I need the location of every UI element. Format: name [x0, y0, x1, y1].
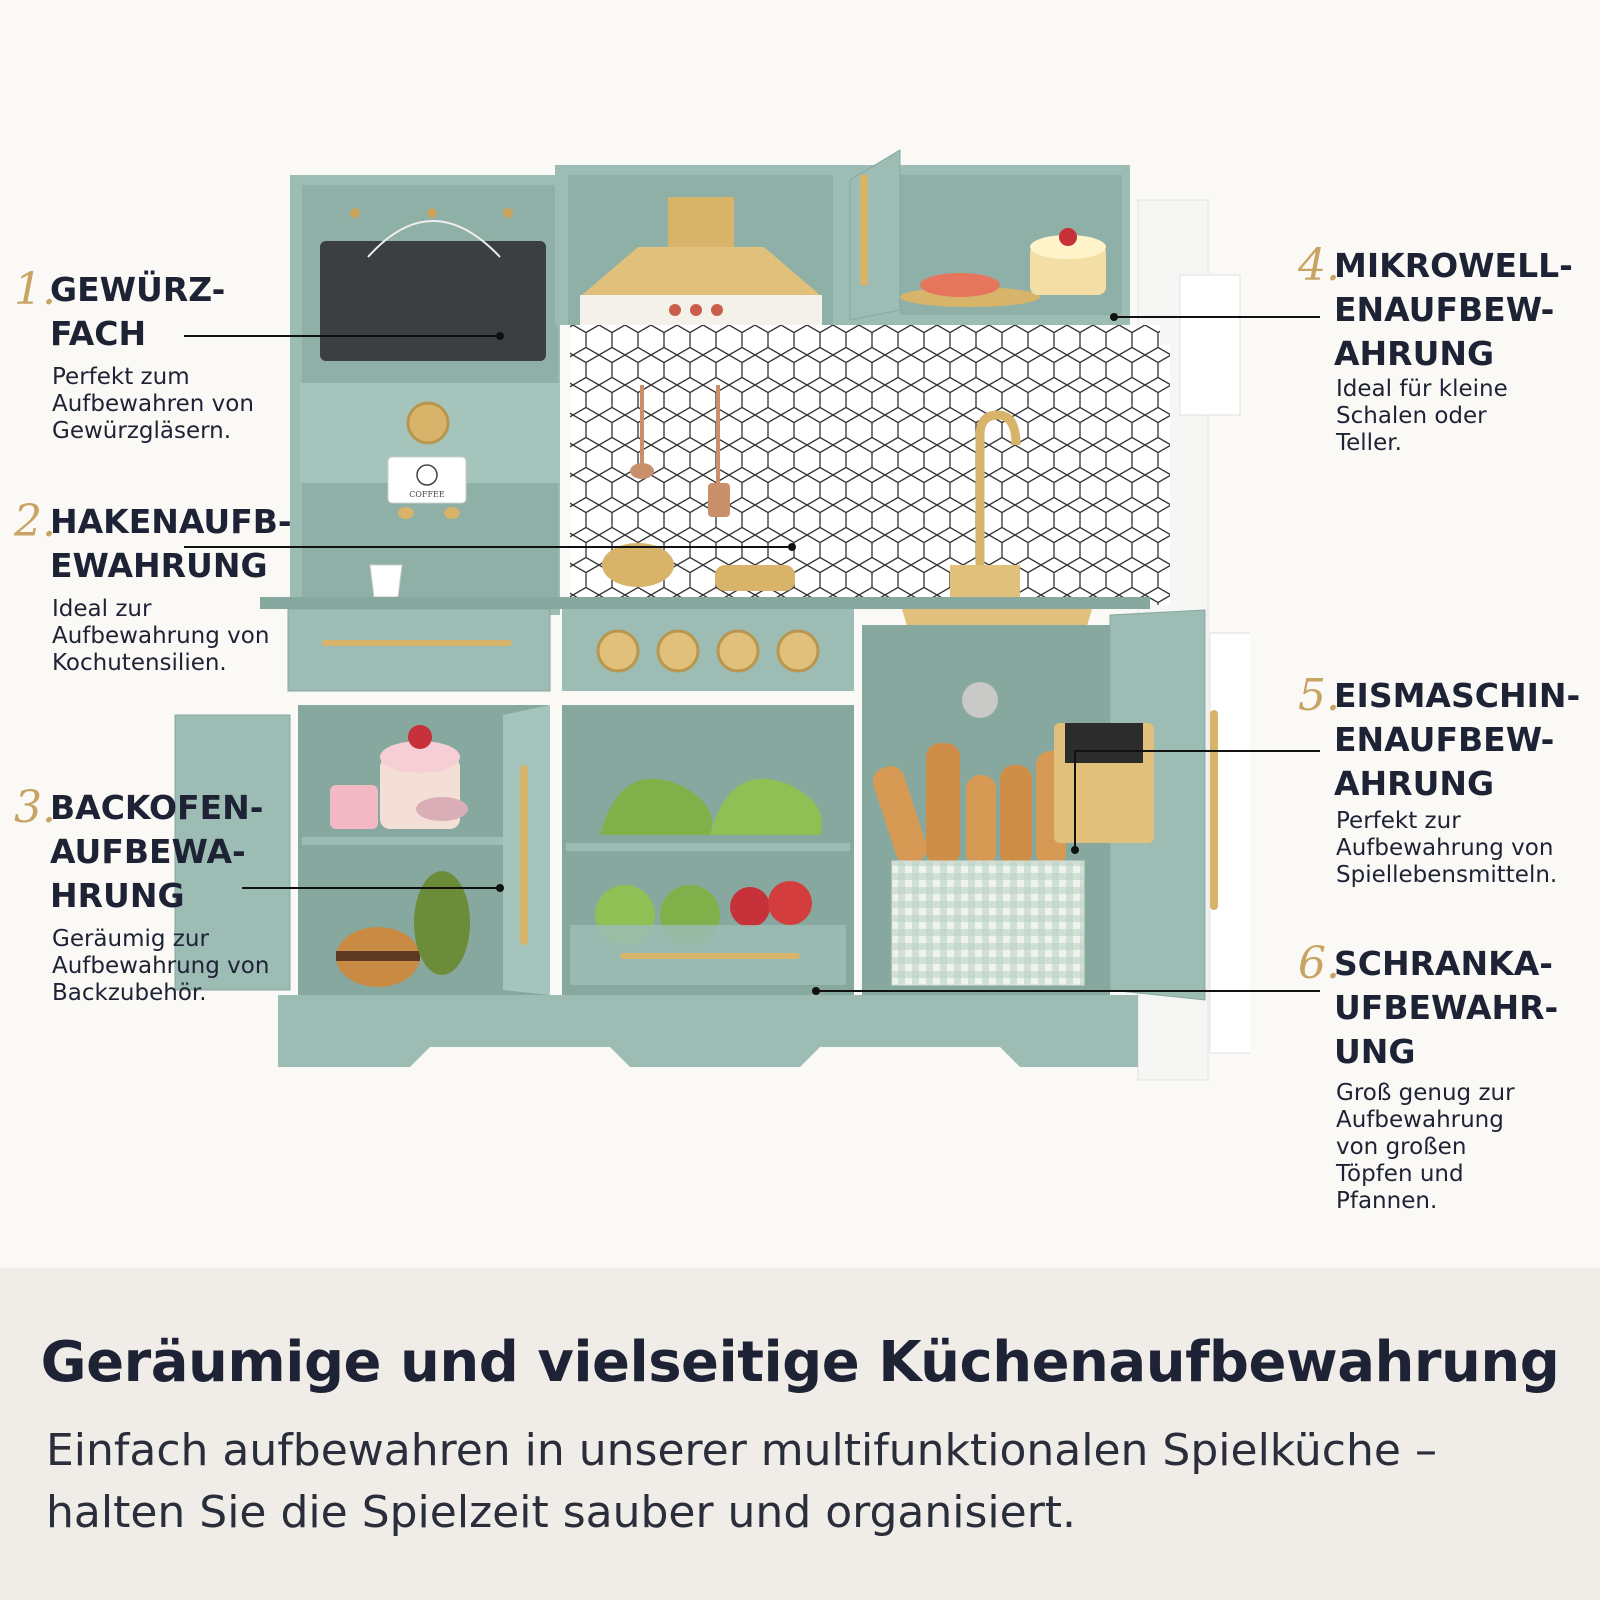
faucet — [975, 410, 1021, 565]
callout-title: EISMASCHIN- ENAUFBEW- AHRUNG — [1334, 676, 1581, 803]
callout-description: Ideal zur Aufbewahrung von Kochutensilie… — [52, 596, 270, 676]
coffee-cup — [369, 564, 403, 598]
leader-line-oven — [242, 887, 500, 889]
page-headline: Geräumige und vielseitige Küchenaufbewah… — [40, 1330, 1560, 1395]
callout-title: HAKENAUFB- EWAHRUNG — [50, 502, 292, 585]
callout-title: MIKROWELL- ENAUFBEW- AHRUNG — [1334, 246, 1573, 373]
stove-knob-1 — [596, 629, 640, 673]
pan — [715, 565, 795, 591]
play-kitchen-illustration: COFFEE — [174, 149, 1250, 1081]
fridge-door — [1179, 274, 1241, 416]
hex-backsplash-right — [1130, 345, 1170, 605]
chalkboard — [320, 241, 546, 361]
callout-title: GEWÜRZ- FACH — [50, 270, 226, 353]
range-hood — [582, 247, 820, 295]
hex-backsplash — [570, 325, 1160, 597]
callout-number: 6. — [1298, 938, 1340, 989]
callout-number: 2. — [14, 496, 56, 547]
leader-dot-cupboard — [812, 987, 820, 995]
coffee-knob — [406, 401, 450, 445]
pot — [602, 543, 674, 587]
coffee-label: COFFEE — [409, 490, 445, 499]
oven-door-left — [174, 714, 291, 991]
caption-band — [0, 1268, 1600, 1600]
callout-number: 5. — [1298, 670, 1340, 721]
cupcake-small — [330, 785, 378, 829]
countertop — [260, 597, 1150, 609]
lettuce-2 — [710, 778, 822, 835]
lettuce-1 — [600, 778, 712, 835]
callout-number: 1. — [14, 264, 56, 315]
tomato-1 — [730, 887, 770, 927]
leader-dot-microwave — [1110, 313, 1118, 321]
leader-dot-ice-maker — [1071, 846, 1079, 854]
leader-line-cupboard — [816, 990, 1320, 992]
cake — [1030, 245, 1106, 295]
stove-knob-4 — [776, 629, 820, 673]
leader-line-hooks — [184, 546, 792, 548]
callout-description: Perfekt zur Aufbewahrung von Spiellebens… — [1336, 808, 1558, 888]
bread-2 — [926, 743, 960, 865]
callout-description: Geräumig zur Aufbewahrung von Backzubehö… — [52, 926, 270, 1006]
bread-1 — [872, 766, 928, 864]
leader-line-microwave — [1114, 316, 1320, 318]
callout-description: Perfekt zum Aufbewahren von Gewürzgläser… — [52, 364, 254, 444]
kitchen-base — [278, 995, 1138, 1067]
leader-line-ice-maker — [1074, 750, 1320, 752]
cupboard-door — [1109, 609, 1206, 1001]
page-subline: Einfach aufbewahren in unserer multifunk… — [46, 1425, 1437, 1538]
avocado — [414, 871, 470, 975]
callout-number: 4. — [1298, 240, 1340, 291]
callout-title: SCHRANKA- UFBEWAHR- UNG — [1334, 944, 1559, 1071]
coffee-machine — [387, 456, 467, 504]
chalkboard-string — [367, 220, 501, 258]
callout-title: BACKOFEN- AUFBEWA- HRUNG — [50, 788, 264, 915]
callout-description: Ideal für kleine Schalen oder Teller. — [1336, 376, 1508, 456]
callout-number: 3. — [14, 782, 56, 833]
leader-dot-spice — [496, 332, 504, 340]
leader-dot-hooks — [788, 543, 796, 551]
stove-knob-3 — [716, 629, 760, 673]
pizza — [920, 273, 1000, 297]
callout-description: Groß genug zur Aufbewahrung von großen T… — [1336, 1080, 1515, 1214]
leader-dot-oven — [496, 884, 504, 892]
microwave-door — [849, 149, 901, 321]
tomato-2 — [768, 881, 812, 925]
leader-line-spice — [184, 335, 500, 337]
bread-3 — [966, 775, 996, 867]
drawer — [287, 608, 551, 692]
range-hood-chimney — [668, 197, 734, 247]
bread-basket — [891, 860, 1085, 986]
leader-line-ice-maker-vertical — [1074, 750, 1076, 850]
bread-4 — [1000, 765, 1032, 867]
stove-knob-2 — [656, 629, 700, 673]
